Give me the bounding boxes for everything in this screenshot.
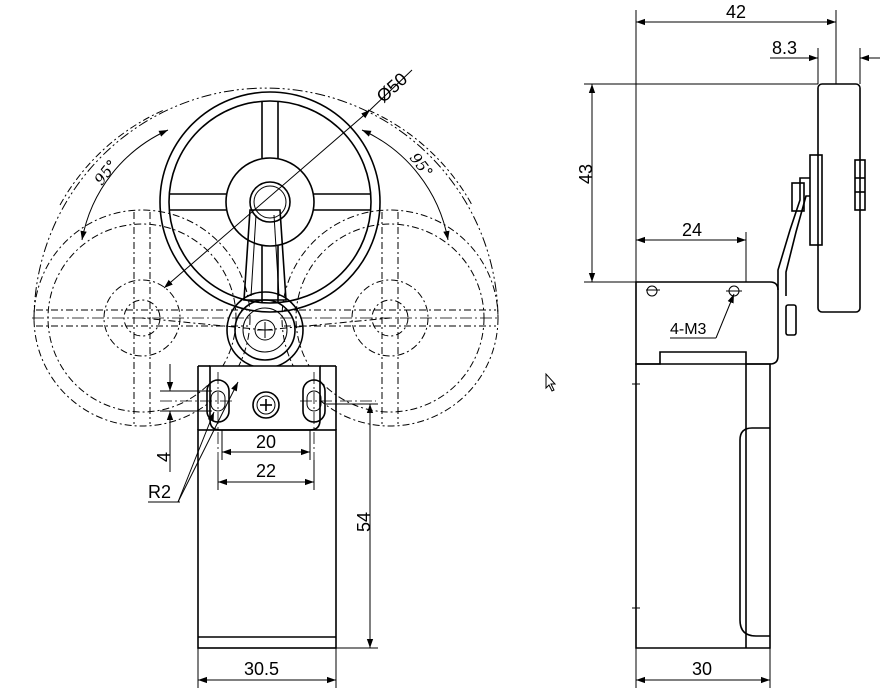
cross-screw-icon (252, 391, 280, 419)
height-to-roller-label: 43 (576, 164, 596, 184)
slot-height-label: 4 (154, 452, 174, 462)
slot-spacing-inner-label: 20 (256, 432, 276, 452)
slot-spacing-outer-label: 22 (256, 461, 276, 481)
angle-arc-right (361, 129, 450, 241)
slot-radius-label: R2 (148, 482, 171, 502)
side-head (635, 281, 779, 365)
front-view: 95° 95° (32, 69, 500, 688)
switch-body-front (197, 429, 337, 649)
ghost-roller-left (32, 209, 252, 427)
lever-arm (243, 209, 287, 301)
ghost-lever-arc-left (59, 109, 165, 206)
roller-side (817, 83, 861, 313)
angle-label-right: 95° (406, 149, 437, 181)
body-depth-label: 30 (692, 659, 712, 679)
mouse-cursor-icon (545, 372, 557, 392)
side-lever (777, 177, 810, 290)
angle-arc-left (80, 129, 169, 241)
angle-label-left: 95° (91, 156, 122, 188)
main-roller (159, 91, 381, 313)
lever-offset-label: 24 (682, 220, 702, 240)
roller-width-label: 8.3 (772, 38, 797, 58)
mount-height-label: 54 (354, 512, 374, 532)
thread-label: 4-M3 (670, 321, 707, 338)
body-width-label: 30.5 (244, 659, 279, 679)
sweep-arc (33, 87, 499, 321)
switch-body-side (635, 363, 771, 649)
side-view: 42 8.3 43 24 4-M3 30 (576, 2, 880, 688)
total-width-label: 42 (726, 2, 746, 22)
diameter-label: Ø50 (373, 69, 412, 107)
diameter-dimension-line (163, 109, 371, 289)
